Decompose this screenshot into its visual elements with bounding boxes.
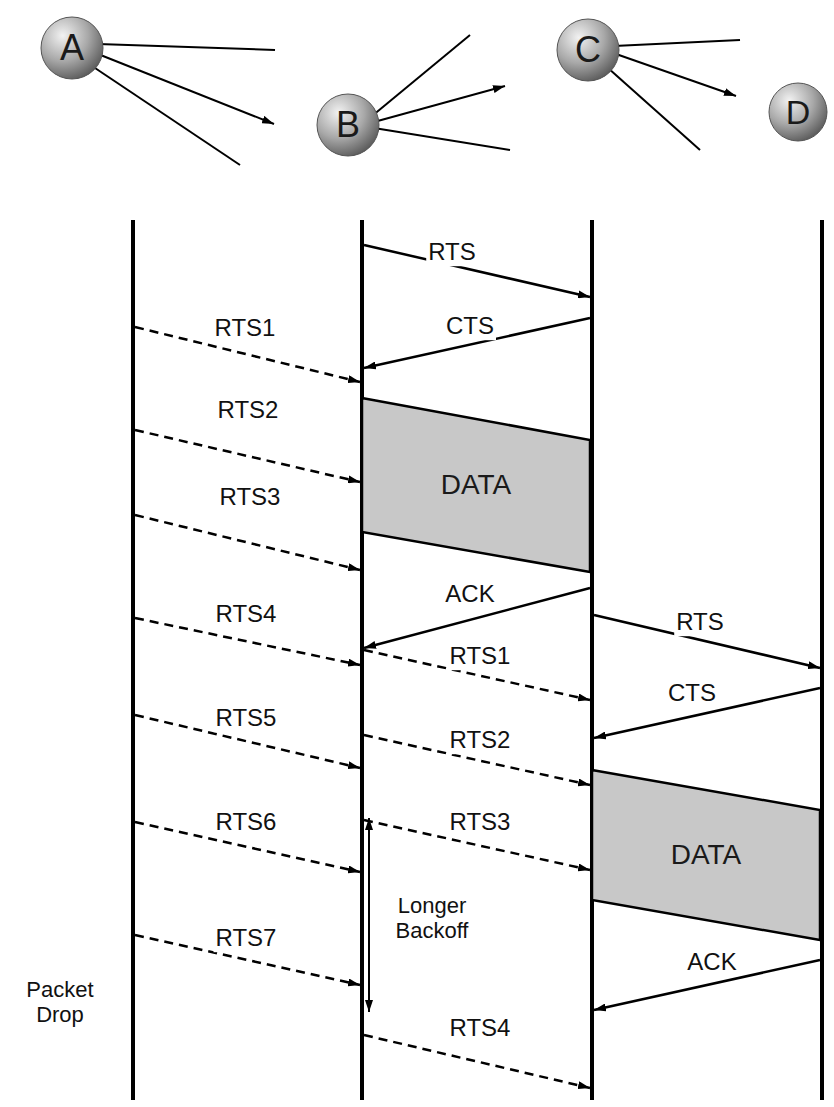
station-sphere: B	[316, 93, 380, 157]
antenna-line	[372, 35, 470, 116]
sphere-shape	[769, 83, 827, 141]
annotation-text: Packet Drop	[10, 977, 110, 1028]
message-label: CTS	[666, 679, 718, 707]
antenna-line	[98, 44, 275, 50]
dashed-messages	[135, 327, 590, 1088]
message-label: RTS2	[448, 726, 513, 754]
message-label: RTS1	[213, 314, 278, 342]
station-sphere: A	[40, 16, 104, 80]
station-sphere: C	[556, 18, 620, 82]
message-label: CTS	[444, 312, 496, 340]
sphere-shape	[317, 94, 379, 156]
antenna-line	[98, 54, 274, 124]
antenna-line	[374, 86, 505, 122]
message-label: RTS	[674, 608, 726, 636]
dashed-arrow	[364, 1035, 590, 1088]
sphere-shape	[41, 17, 103, 79]
message-label: ACK	[685, 948, 738, 976]
message-label: RTS4	[448, 1014, 513, 1042]
message-label: RTS7	[214, 924, 279, 952]
frame-label: DATA	[441, 469, 512, 501]
station-name: B	[336, 104, 360, 146]
data-frame: DATA	[592, 770, 820, 940]
timeline	[590, 220, 594, 1100]
antenna-line	[374, 128, 510, 150]
timeline	[820, 220, 824, 1100]
timeline	[131, 220, 135, 1100]
station-sphere: D	[768, 82, 828, 142]
frame-label: DATA	[671, 839, 742, 871]
backoff-arrow	[368, 818, 370, 1012]
station-name: D	[786, 93, 811, 132]
frame-shape	[362, 398, 590, 572]
dashed-arrow	[135, 430, 360, 482]
sphere-shape	[557, 19, 619, 81]
message-label: RTS5	[214, 704, 279, 732]
antenna-line	[92, 66, 240, 165]
message-label: RTS1	[448, 642, 513, 670]
antenna-lines	[92, 35, 740, 165]
station-name: C	[575, 29, 601, 71]
station-name: A	[60, 27, 84, 69]
antenna-line	[616, 54, 736, 96]
message-label: RTS2	[216, 396, 281, 424]
message-label: ACK	[443, 580, 496, 608]
antenna-line	[608, 68, 700, 150]
annotation-text: Longer Backoff	[378, 893, 486, 944]
message-label: RTS3	[218, 483, 283, 511]
data-frame: DATA	[362, 398, 590, 572]
solid-messages	[364, 245, 820, 1010]
timeline	[360, 220, 364, 1100]
timelines	[133, 220, 822, 1100]
message-label: RTS6	[214, 808, 279, 836]
message-label: RTS	[426, 238, 478, 266]
frame-shape	[592, 770, 820, 940]
dashed-arrow	[135, 515, 360, 570]
antenna-line	[614, 40, 740, 46]
message-label: RTS3	[448, 808, 513, 836]
message-label: RTS4	[214, 600, 279, 628]
